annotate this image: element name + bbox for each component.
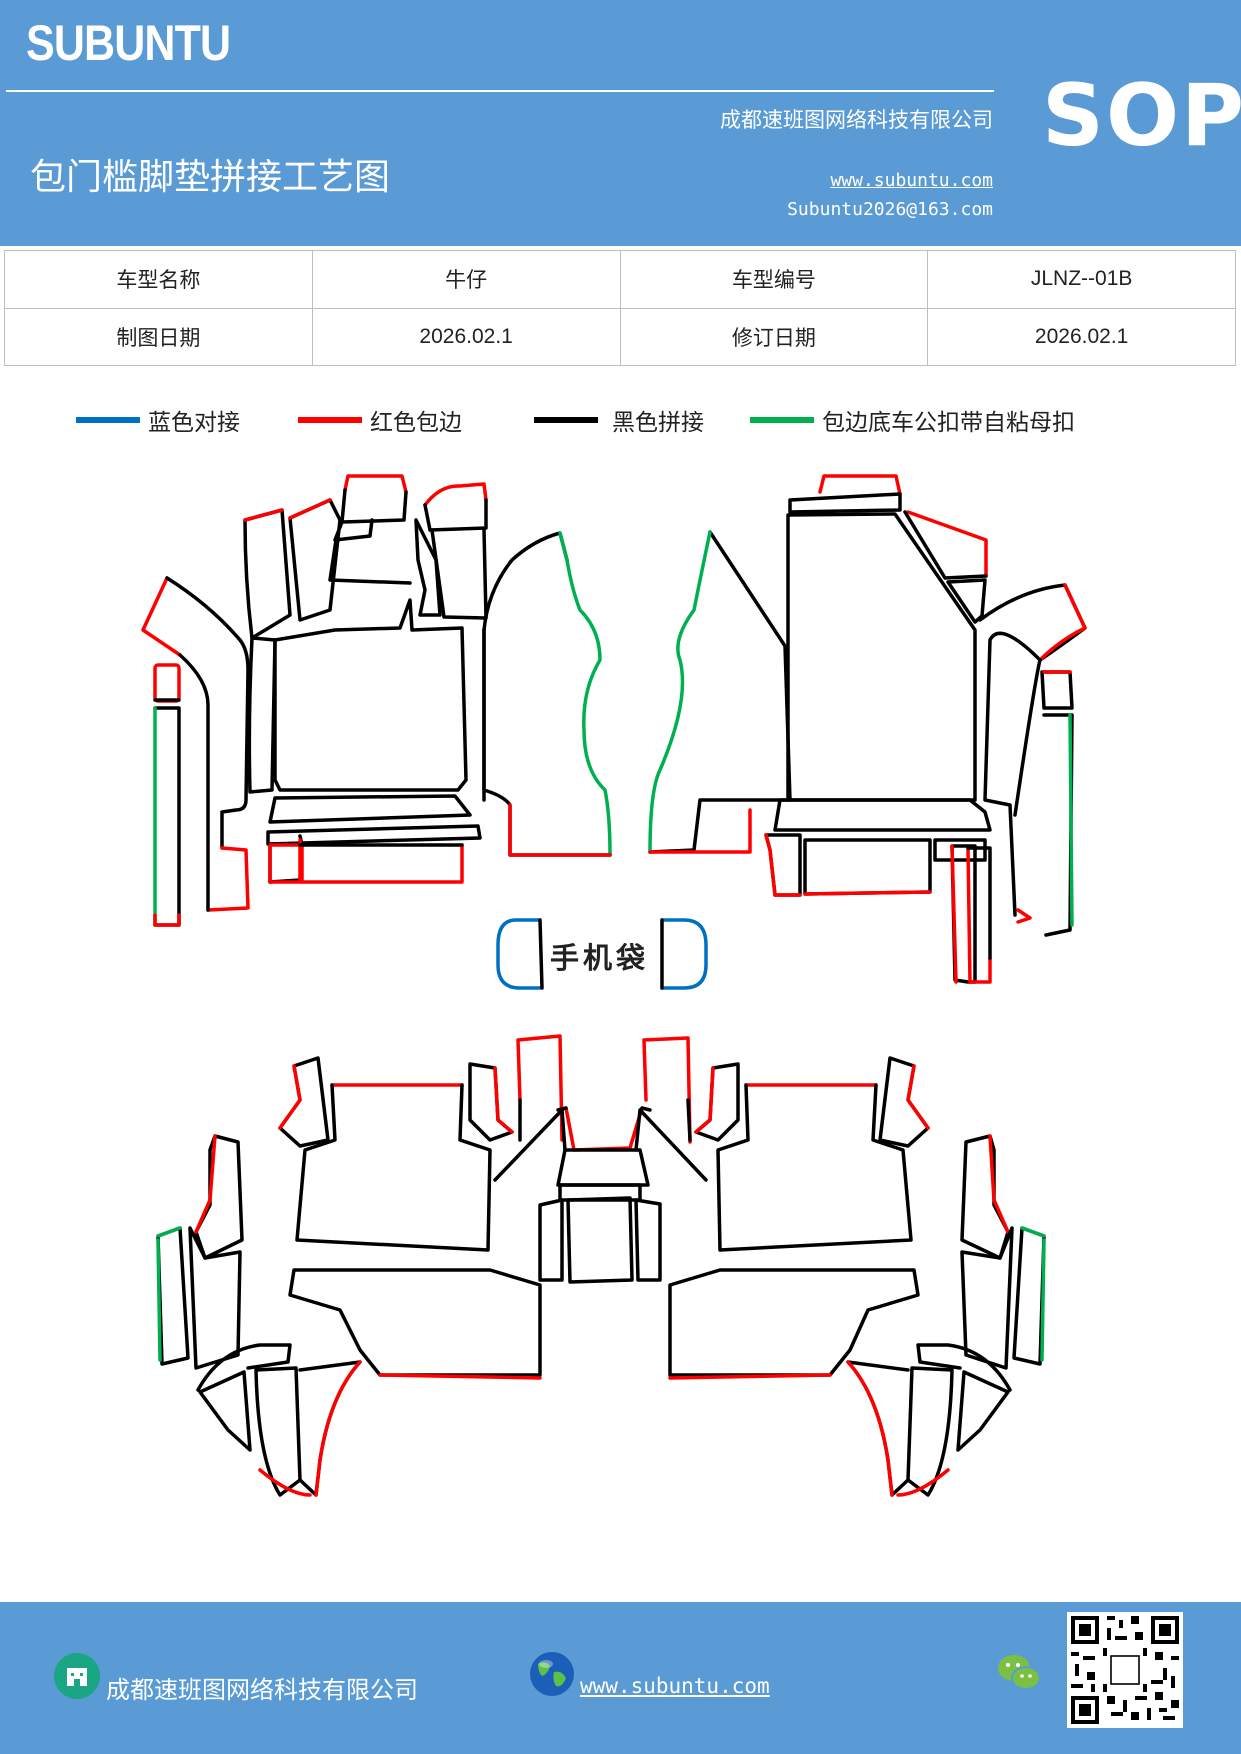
value-model-code: JLNZ--01B (927, 250, 1236, 309)
header: SUBUNTU 成都速班图网络科技有限公司 包门槛脚垫拼接工艺图 www.sub… (0, 0, 1241, 246)
phone-pocket-group (496, 918, 708, 990)
top-left-mat-group (141, 474, 612, 927)
legend-swatch (534, 417, 598, 423)
header-divider (6, 90, 994, 92)
legend-label: 黑色拼接 (612, 410, 704, 436)
legend-item-blue: 蓝色对接 (76, 402, 240, 438)
legend-swatch (750, 417, 814, 423)
qr-code-image (1067, 1612, 1183, 1728)
footer: 成都速班图网络科技有限公司 www.subuntu.com (0, 1602, 1241, 1754)
legend-swatch (76, 417, 140, 423)
table-row: 制图日期 2026.02.1 修订日期 2026.02.1 (4, 307, 1236, 366)
qr-code[interactable] (1067, 1612, 1183, 1728)
legend-item-green: 包边底车公扣带自粘母扣 (750, 402, 1075, 438)
legend-label: 红色包边 (370, 410, 462, 436)
label-model-code: 车型编号 (619, 250, 929, 309)
footer-company: 成都速班图网络科技有限公司 (106, 1676, 418, 1704)
footer-website-link[interactable]: www.subuntu.com (580, 1674, 770, 1698)
brand-logo: SUBUNTU (26, 15, 231, 71)
wechat-icon[interactable] (996, 1652, 1042, 1694)
legend-label: 蓝色对接 (148, 410, 240, 436)
legend-label: 包边底车公扣带自粘母扣 (822, 410, 1075, 436)
legend-item-red: 红色包边 (298, 402, 462, 438)
legend-item-black: 黑色拼接 (534, 402, 704, 438)
sop-badge: SOP (1042, 66, 1241, 166)
value-revision-date: 2026.02.1 (927, 307, 1236, 366)
header-email[interactable]: Subuntu2026@163.com (787, 199, 993, 220)
label-model-name: 车型名称 (4, 250, 313, 309)
building-icon (54, 1653, 100, 1699)
value-draw-date: 2026.02.1 (311, 307, 621, 366)
label-draw-date: 制图日期 (4, 307, 313, 366)
page-title: 包门槛脚垫拼接工艺图 (30, 157, 391, 198)
bottom-mat-group (156, 1034, 1046, 1497)
phone-pocket-label: 手机袋 (550, 941, 650, 975)
header-company: 成都速班图网络科技有限公司 (720, 108, 993, 132)
table-row: 车型名称 牛仔 车型编号 JLNZ--01B (4, 250, 1236, 309)
header-website-link[interactable]: www.subuntu.com (830, 170, 993, 191)
top-right-mat-group (648, 474, 1087, 984)
label-revision-date: 修订日期 (619, 307, 929, 366)
vehicle-info-table: 车型名称 牛仔 车型编号 JLNZ--01B 制图日期 2026.02.1 修订… (4, 250, 1236, 366)
globe-icon (530, 1652, 574, 1696)
value-model-name: 牛仔 (311, 250, 621, 309)
legend-swatch (298, 417, 362, 423)
